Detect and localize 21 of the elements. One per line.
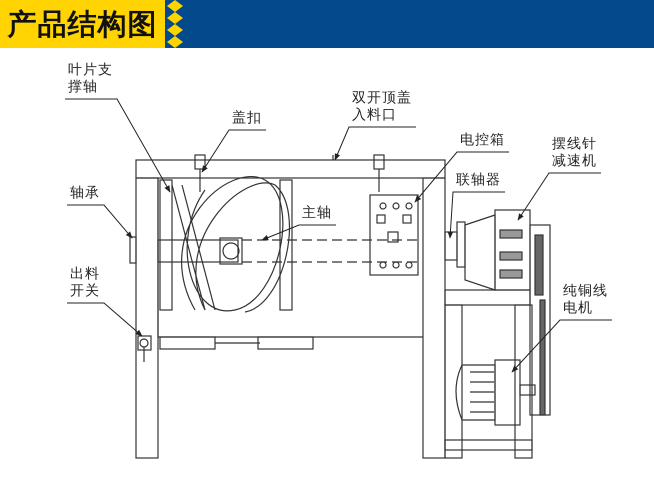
part-label: 纯铜线电机: [563, 283, 609, 320]
title: 产品结构图: [0, 0, 165, 48]
part-label: 主轴: [302, 205, 333, 225]
leader-line: [512, 320, 612, 373]
part-label: 出料开关: [70, 266, 101, 303]
part-label: 叶片支撑轴: [68, 62, 114, 99]
leader-line: [518, 172, 602, 221]
part-label: 双开顶盖入料口: [352, 90, 413, 127]
part-label: 联轴器: [456, 172, 502, 192]
leader-line: [66, 204, 132, 239]
leader-line: [414, 152, 510, 203]
part-label: 盖扣: [232, 110, 263, 130]
leader-line: [202, 130, 266, 173]
leader-line: [334, 126, 416, 161]
leader-line: [64, 98, 170, 193]
leader-line: [66, 302, 143, 336]
leader-line: [261, 224, 336, 240]
leader-line: [448, 192, 506, 239]
part-label: 摆线针减速机: [552, 136, 598, 173]
part-label: 电控箱: [460, 132, 506, 152]
part-label: 轴承: [70, 185, 101, 205]
